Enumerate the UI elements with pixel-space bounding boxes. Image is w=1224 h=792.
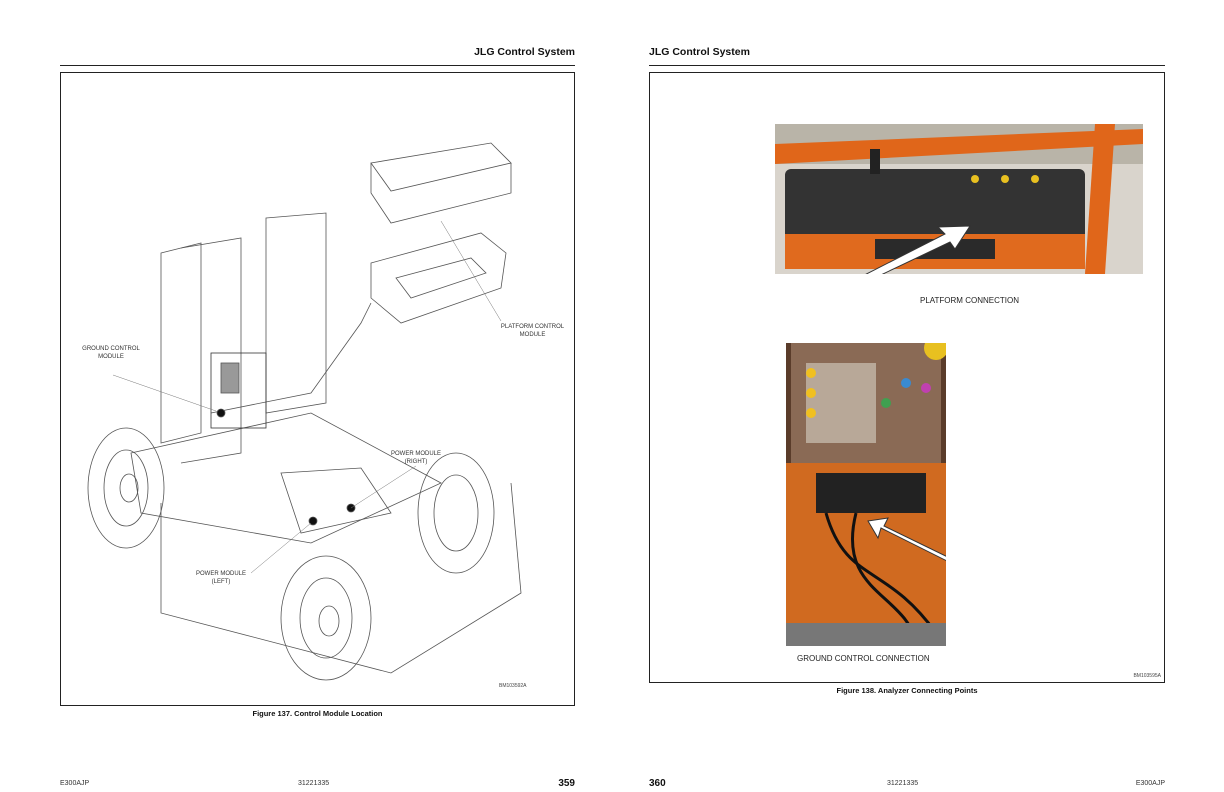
ground-control-connection-photo — [786, 343, 946, 646]
figure-137-caption: Figure 137. Control Module Location — [252, 709, 383, 718]
label-power-module-right: POWER MODULE (RIGHT) — [381, 450, 451, 466]
figure-138-frame: PLATFORM CONNECTION GROUND CONTROL CONNE… — [649, 72, 1165, 683]
label-line: GROUND CONTROL — [82, 346, 140, 352]
footer-doc-number-right: 31221335 — [887, 780, 919, 787]
page-header-right: JLG Control System — [649, 46, 750, 58]
label-line: (LEFT) — [211, 579, 231, 585]
footer-model-right: E300AJP — [1135, 780, 1165, 787]
header-rule-right — [649, 65, 1165, 66]
header-rule-left — [60, 65, 575, 66]
figure-code: BM103592A — [499, 683, 527, 689]
platform-connection-label: PLATFORM CONNECTION — [920, 296, 1019, 305]
label-power-module-left: POWER MODULE (LEFT) — [186, 570, 256, 586]
figure-138-caption: Figure 138. Analyzer Connecting Points — [836, 686, 978, 695]
page-header-left: JLG Control System — [474, 46, 575, 58]
label-ground-control-module: GROUND CONTROL MODULE — [81, 345, 141, 361]
figure-137-frame: PLATFORM CONTROL MODULE GROUND CONTROL M… — [60, 72, 575, 706]
label-line: POWER MODULE — [195, 571, 246, 577]
label-line: POWER MODULE — [390, 451, 441, 457]
label-line: MODULE — [98, 354, 124, 360]
platform-connection-photo — [775, 124, 1143, 274]
page-number-left: 359 — [558, 778, 575, 789]
footer-model-left: E300AJP — [60, 780, 90, 787]
label-line: (RIGHT) — [404, 459, 428, 465]
page-number-right: 360 — [649, 778, 666, 789]
footer-doc-number-left: 31221335 — [298, 780, 330, 787]
label-platform-control-module: PLATFORM CONTROL MODULE — [500, 324, 565, 338]
figure-code: BM103595A — [1133, 673, 1161, 679]
ground-control-connection-label: GROUND CONTROL CONNECTION — [797, 654, 930, 663]
machine-illustration — [87, 142, 522, 681]
